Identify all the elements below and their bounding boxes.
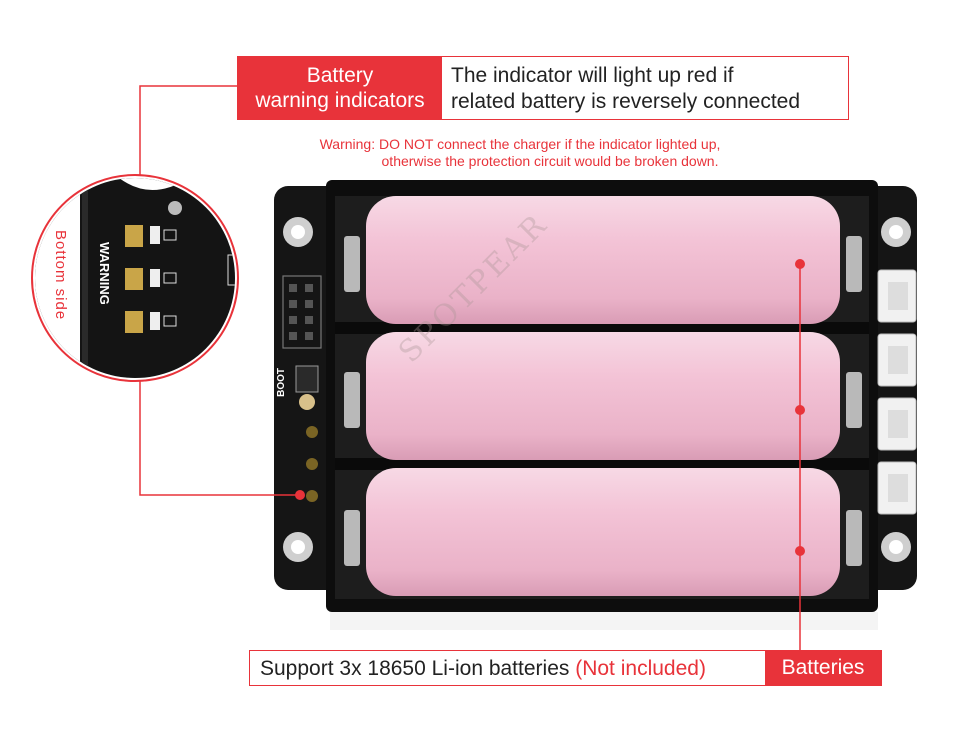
bottom-side-label: Bottom side	[52, 230, 69, 321]
charger-warning: Warning: DO NOT connect the charger if t…	[270, 136, 770, 170]
warning-line: otherwise the protection circuit would b…	[381, 153, 719, 169]
callout-tag: Battery warning indicators	[238, 57, 442, 119]
warning-silkscreen: WARNING	[97, 242, 112, 305]
callout-tag-line: Battery	[306, 64, 374, 87]
boot-label: BOOT	[276, 368, 287, 397]
battery-cell	[366, 332, 840, 460]
jst-connector	[877, 269, 917, 515]
zoom-circle	[31, 174, 239, 382]
warning-line: Warning: DO NOT connect the charger if t…	[319, 136, 721, 152]
batteries-tag: Batteries	[765, 651, 881, 685]
batteries-callout: Support 3x 18650 Li-ion batteries (Not i…	[249, 650, 882, 686]
batteries-support-text: Support 3x 18650 Li-ion batteries	[260, 657, 570, 680]
leader-dots	[135, 213, 805, 556]
indicator-pad	[306, 426, 318, 438]
battery-cell	[366, 196, 840, 324]
boot-button	[295, 365, 319, 410]
not-included-note: (Not included)	[575, 657, 706, 680]
callout-description: The indicator will light up red if relat…	[451, 63, 800, 115]
indicator-pad	[306, 490, 318, 502]
batteries-description: Support 3x 18650 Li-ion batteries (Not i…	[260, 656, 706, 681]
battery-holder	[335, 236, 869, 566]
callout-tag-line: warning indicators	[255, 89, 425, 112]
leader-lines	[139, 85, 801, 650]
callout-desc-line: related battery is reversely connected	[451, 90, 801, 113]
mounting-hole	[283, 217, 911, 562]
battery-cell	[366, 468, 840, 596]
callout-desc-line: The indicator will light up red if	[451, 64, 734, 87]
battery-warning-callout: Battery warning indicators The indicator…	[237, 56, 849, 120]
indicator-pad	[306, 458, 318, 470]
pin-header	[282, 275, 322, 349]
